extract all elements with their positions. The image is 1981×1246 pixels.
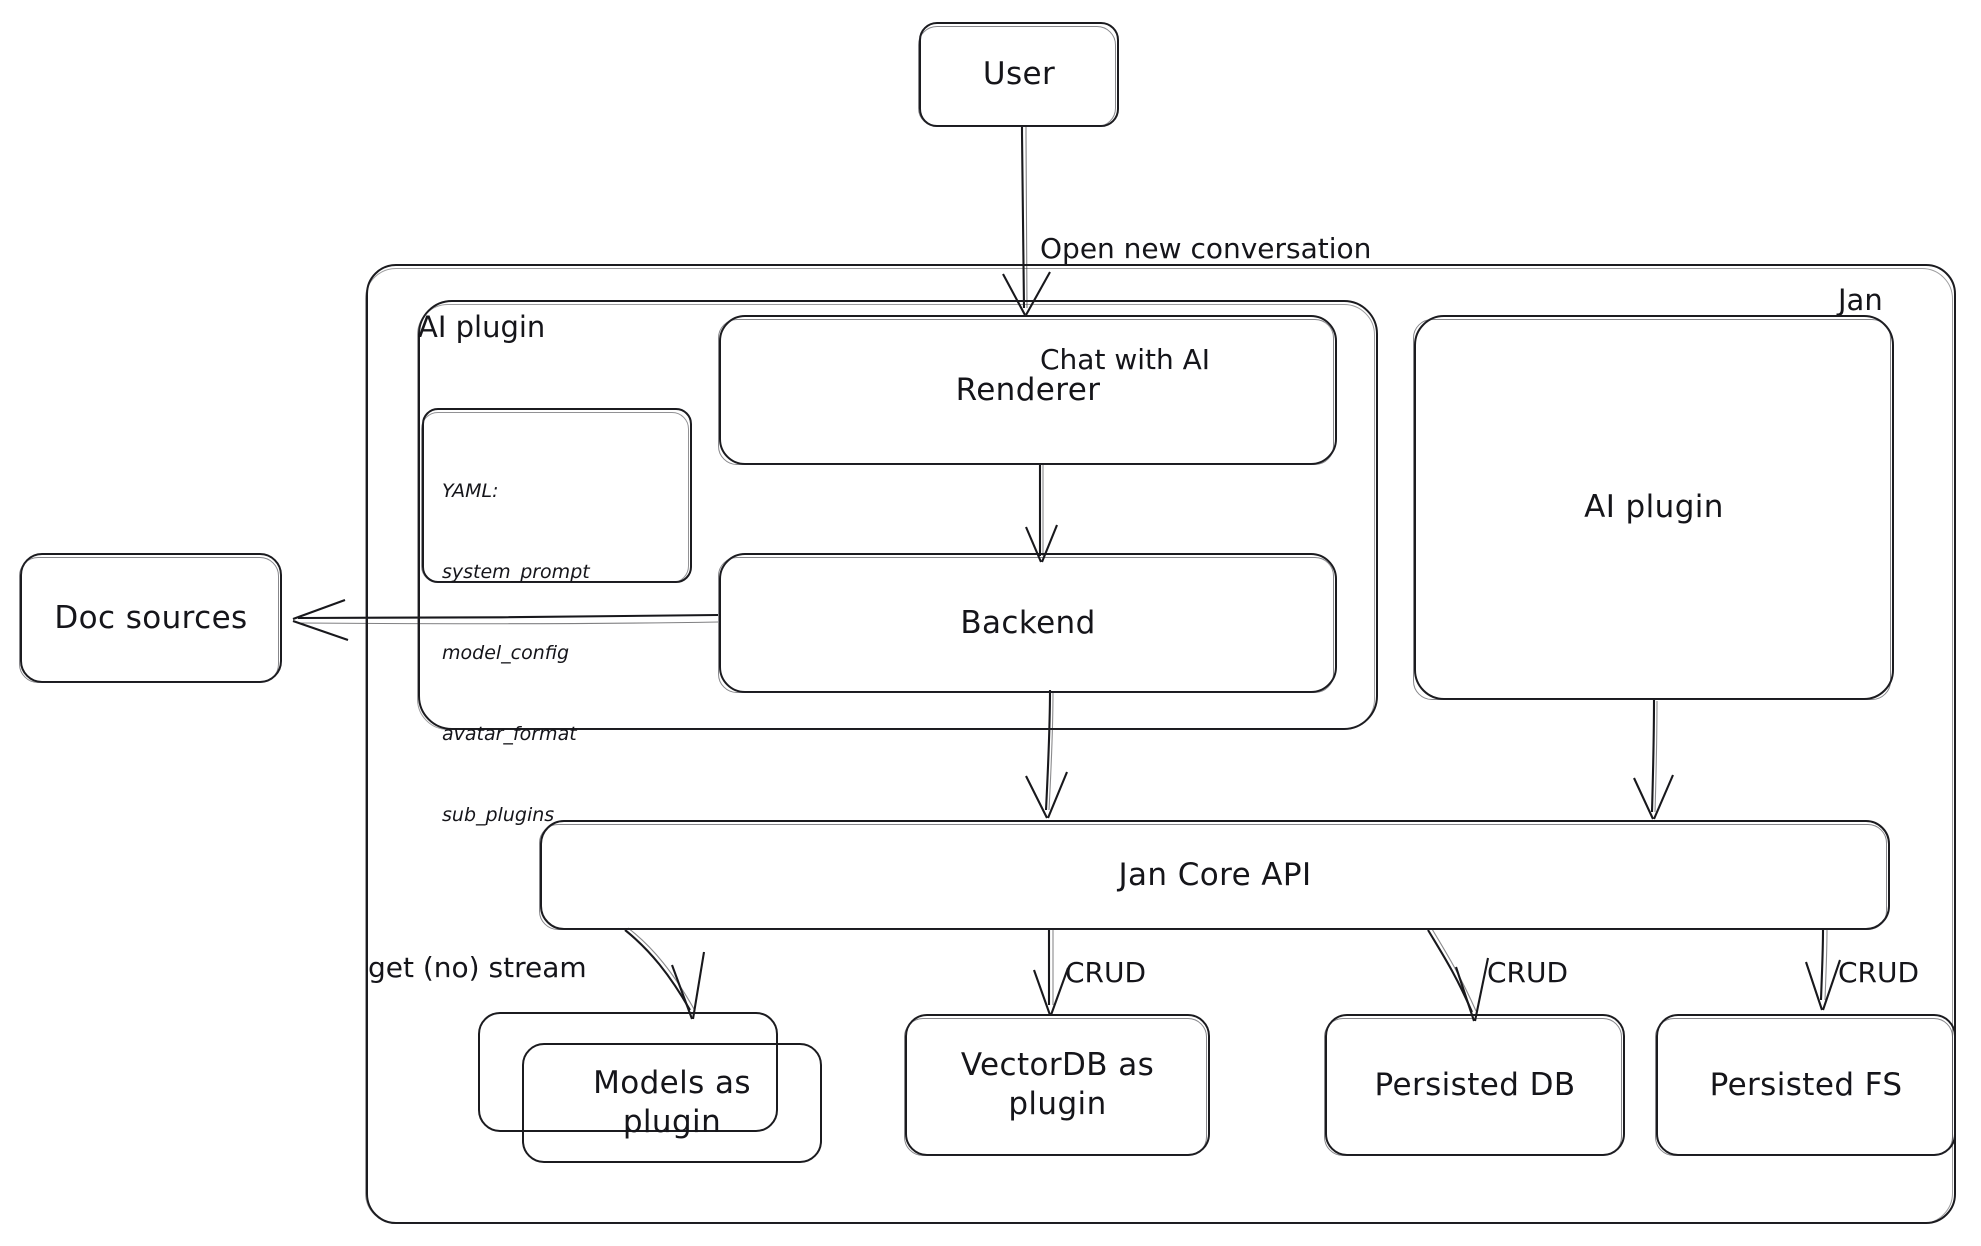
jan-container-label: Jan xyxy=(1838,283,1883,317)
edge-label-crud-persisted-db: CRUD xyxy=(1487,956,1569,989)
edge-label-user-to-renderer: Open new conversation Chat with AI xyxy=(1040,157,1371,453)
node-persisted-db-label: Persisted DB xyxy=(1374,1066,1576,1103)
node-ai-plugin-label: AI plugin xyxy=(1584,489,1724,526)
node-vectordb-as-plugin[interactable]: VectorDB as plugin xyxy=(904,1014,1210,1156)
node-doc-sources-label: Doc sources xyxy=(54,599,248,636)
node-jan-core-api[interactable]: Jan Core API xyxy=(539,820,1890,930)
node-user-label: User xyxy=(982,56,1056,93)
yaml-key-model-config: model_config xyxy=(442,641,570,664)
yaml-config-panel: YAML: system_prompt model_config avatar_… xyxy=(421,408,692,826)
edge-label-line1: Open new conversation xyxy=(1040,231,1372,265)
node-vectordb-as-plugin-label-line2: plugin xyxy=(1008,1086,1107,1122)
yaml-key-avatar-format: avatar_format xyxy=(442,722,577,745)
edge-label-crud-persisted-fs: CRUD xyxy=(1838,956,1920,989)
yaml-heading: YAML: xyxy=(442,479,499,502)
node-models-as-plugin-label-line2: plugin xyxy=(622,1104,722,1140)
node-jan-core-api-label: Jan Core API xyxy=(1118,856,1312,893)
yaml-key-sub-plugins: sub_plugins xyxy=(442,803,555,826)
node-renderer[interactable]: Renderer xyxy=(718,315,1337,465)
node-models-as-plugin[interactable]: Models as plugin xyxy=(522,1043,822,1163)
edge-label-get-no-stream: get (no) stream xyxy=(368,951,587,984)
ai-plugin-container-label: AI plugin xyxy=(418,310,546,344)
node-doc-sources[interactable]: Doc sources xyxy=(19,553,282,683)
node-user[interactable]: User xyxy=(918,22,1119,127)
node-persisted-fs[interactable]: Persisted FS xyxy=(1655,1014,1956,1156)
yaml-key-system-prompt: system_prompt xyxy=(442,560,590,583)
node-models-as-plugin-outline xyxy=(478,1012,778,1132)
node-vectordb-as-plugin-label-line1: VectorDB as xyxy=(960,1047,1155,1084)
node-renderer-label: Renderer xyxy=(955,371,1101,408)
ai-plugin-container xyxy=(417,300,1378,730)
node-persisted-db[interactable]: Persisted DB xyxy=(1324,1014,1625,1156)
node-backend-label: Backend xyxy=(960,604,1096,641)
node-ai-plugin[interactable]: AI plugin xyxy=(1413,315,1894,700)
jan-container xyxy=(365,264,1956,1224)
node-persisted-fs-label: Persisted FS xyxy=(1709,1066,1903,1103)
node-models-as-plugin-label-line1: Models as xyxy=(593,1065,751,1102)
node-backend[interactable]: Backend xyxy=(718,553,1337,693)
edge-label-line2: Chat with AI xyxy=(1040,342,1211,376)
edge-label-crud-vectordb: CRUD xyxy=(1065,956,1147,989)
